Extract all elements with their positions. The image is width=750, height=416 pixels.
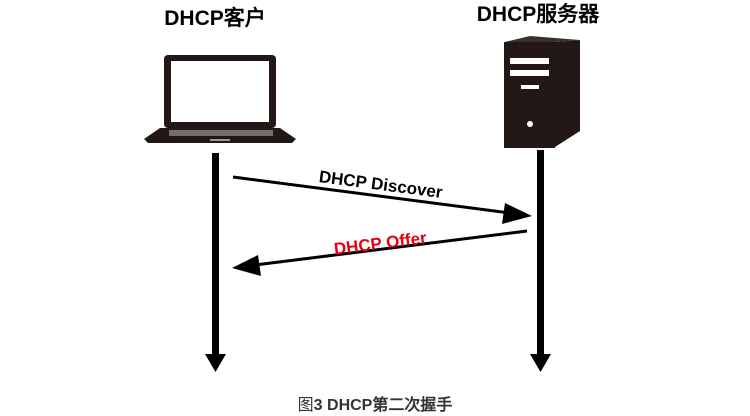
offer-label: DHCP Offer: [333, 228, 428, 258]
client-label: DHCP客户: [164, 6, 266, 30]
server-lifeline: [530, 150, 551, 372]
discover-arrow: [232, 175, 532, 224]
caption-number: 3: [314, 397, 323, 414]
caption-prefix: 图: [298, 397, 314, 414]
server-tower-icon: [504, 36, 580, 148]
laptop-icon: [144, 55, 296, 143]
figure-caption: 图3 DHCP第二次握手: [298, 395, 453, 414]
offer-arrow: [232, 229, 528, 276]
caption-text: DHCP第二次握手: [323, 395, 453, 414]
server-label: DHCP服务器: [477, 2, 601, 26]
client-lifeline: [205, 153, 226, 372]
